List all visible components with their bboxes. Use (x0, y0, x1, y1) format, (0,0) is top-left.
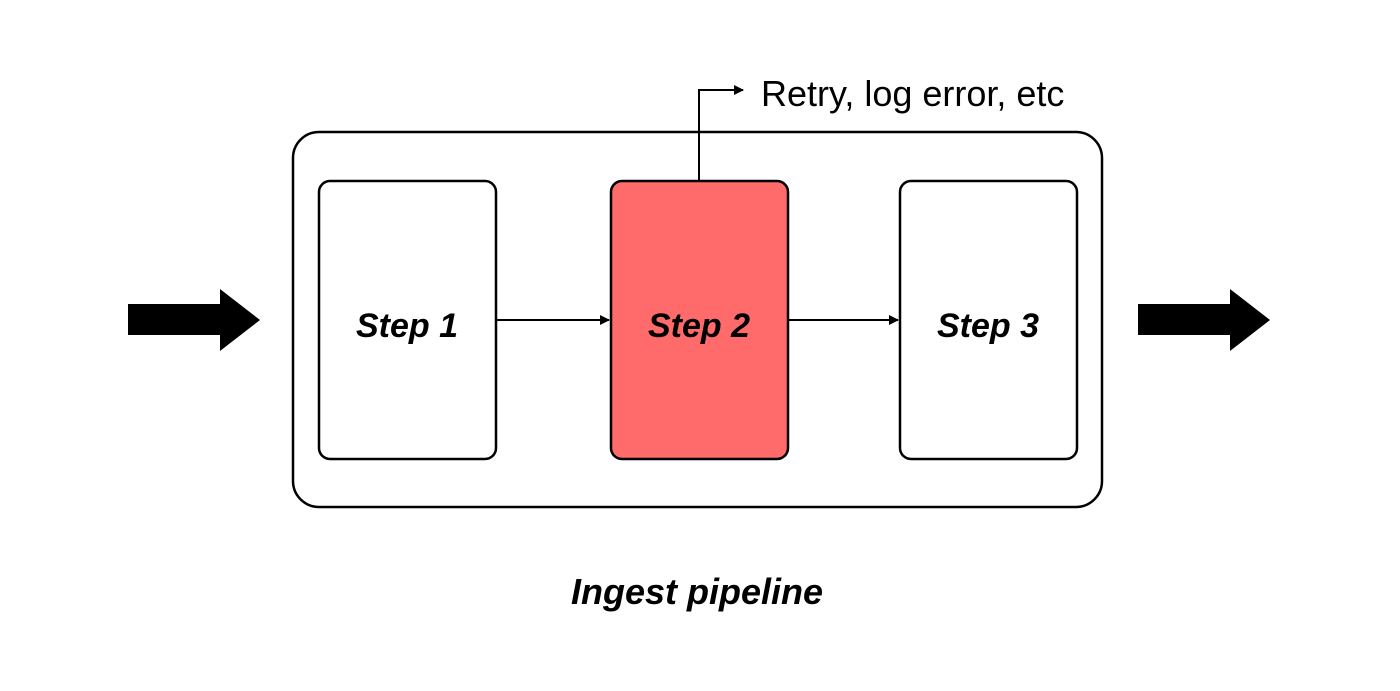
input-arrow (128, 289, 260, 351)
step-1-node: Step 1 (317, 179, 498, 461)
output-arrow (1138, 289, 1270, 351)
step-3-label: Step 3 (937, 307, 1039, 345)
step-3-box (898, 179, 1079, 461)
step-2-label: Step 2 (648, 307, 750, 345)
pipeline-caption: Ingest pipeline (571, 571, 823, 612)
step-1-label: Step 1 (356, 307, 458, 345)
failure-branch-label: Retry, log error, etc (761, 73, 1064, 114)
failure-branch-arrow (698, 85, 744, 181)
step-2-node: Step 2 (609, 179, 790, 461)
step-3-node: Step 3 (898, 179, 1079, 461)
pipeline-container (291, 130, 1104, 509)
